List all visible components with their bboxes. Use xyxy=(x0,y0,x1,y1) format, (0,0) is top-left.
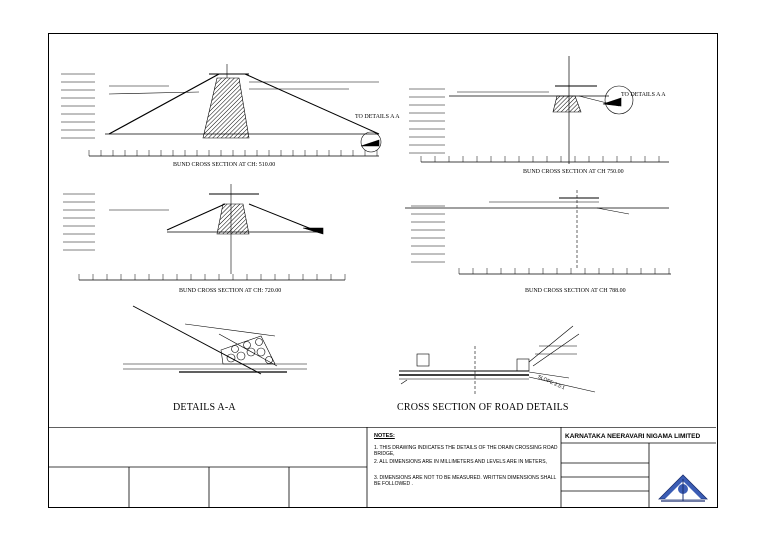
note-2: 2. ALL DIMENSIONS ARE IN MILLIMETERS AND… xyxy=(374,459,547,465)
section-ch720-drawing xyxy=(63,184,346,281)
detail-label-ch750: TO DETAILS A A xyxy=(621,92,666,98)
caption-ch788: BUND CROSS SECTION AT CH 788.00 xyxy=(525,288,626,294)
caption-ch750: BUND CROSS SECTION AT CH 750.00 xyxy=(523,169,624,175)
company-logo-icon xyxy=(658,474,708,502)
title-block: NOTES: 1. THIS DRAWING INDICATES THE DET… xyxy=(49,427,716,507)
drawing-sheet: BUND CROSS SECTION AT CH: 510.00 TO DETA… xyxy=(48,33,718,508)
section-ch510-drawing xyxy=(61,64,382,157)
company-name: KARNATAKA NEERAVARI NIGAMA LIMITED xyxy=(565,433,701,440)
detail-label-ch510: TO DETAILS A A xyxy=(355,114,400,120)
details-aa-title: DETAILS A-A xyxy=(173,402,236,413)
caption-ch720: BUND CROSS SECTION AT CH: 720.00 xyxy=(179,288,282,294)
note-1: 1. THIS DRAWING INDICATES THE DETAILS OF… xyxy=(374,445,558,457)
section-ch788-drawing xyxy=(405,190,671,275)
road-details-title: CROSS SECTION OF ROAD DETAILS xyxy=(397,402,569,413)
road-section-drawing xyxy=(399,325,596,396)
title-block-grid xyxy=(49,427,716,507)
details-aa-drawing xyxy=(123,305,307,375)
caption-ch510: BUND CROSS SECTION AT CH: 510.00 xyxy=(173,162,276,168)
section-ch750-drawing xyxy=(409,56,669,164)
note-3: 3. DIMENSIONS ARE NOT TO BE MEASURED. WR… xyxy=(374,475,557,487)
drawing-canvas xyxy=(61,56,671,396)
notes-heading: NOTES: xyxy=(374,433,395,439)
